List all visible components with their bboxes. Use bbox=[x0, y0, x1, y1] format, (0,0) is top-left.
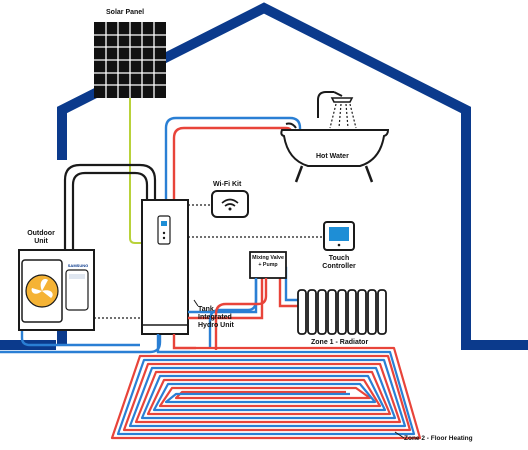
zone2-label: Zone 2 - Floor Heating bbox=[404, 435, 473, 442]
outdoor-loop-pipes bbox=[63, 163, 157, 250]
tank-leader bbox=[193, 299, 199, 307]
mixing-valve-pump bbox=[249, 251, 287, 279]
outdoor-unit-label-line1: Outdoor bbox=[27, 230, 55, 237]
wifi-kit bbox=[211, 190, 249, 218]
solar-cable bbox=[129, 98, 146, 244]
outdoor-unit bbox=[18, 249, 95, 331]
floor-heating-coil bbox=[110, 346, 422, 440]
bathtub bbox=[280, 91, 390, 183]
wifi-kit-label: Wi-Fi Kit bbox=[213, 181, 242, 188]
touch-controller-label: Touch Controller bbox=[315, 255, 363, 271]
outdoor-unit-label-line2: Unit bbox=[34, 238, 48, 245]
zone2-leader bbox=[394, 431, 405, 439]
hot-water-label: Hot Water bbox=[316, 153, 349, 160]
mixing-valve-label-line2: + Pump bbox=[258, 261, 278, 268]
radiator bbox=[297, 289, 387, 335]
outdoor-unit-label: Outdoor Unit bbox=[24, 230, 58, 246]
touch-controller-label-line2: Controller bbox=[322, 263, 356, 270]
mixing-valve-label: Mixing Valve + Pump bbox=[250, 255, 286, 268]
mixing-valve-label-line1: Mixing Valve bbox=[252, 255, 284, 261]
solar-panel-label: Solar Panel bbox=[106, 9, 145, 16]
tank-label-line2: Integrated bbox=[198, 314, 232, 321]
tank-label-line1: Tank bbox=[198, 306, 214, 313]
floor-supply-pipes bbox=[156, 278, 268, 354]
solar-panel bbox=[94, 22, 166, 98]
touch-controller bbox=[323, 221, 355, 251]
tank-label: Tank Integrated Hydro Unit bbox=[198, 306, 234, 330]
zone1-label: Zone 1 - Radiator bbox=[311, 339, 369, 346]
touch-controller-label-line1: Touch bbox=[328, 255, 350, 262]
outdoor-brand: SAMSUNG bbox=[68, 263, 88, 268]
tank-hydro-unit bbox=[141, 199, 189, 335]
tank-label-line3: Hydro Unit bbox=[198, 322, 234, 329]
